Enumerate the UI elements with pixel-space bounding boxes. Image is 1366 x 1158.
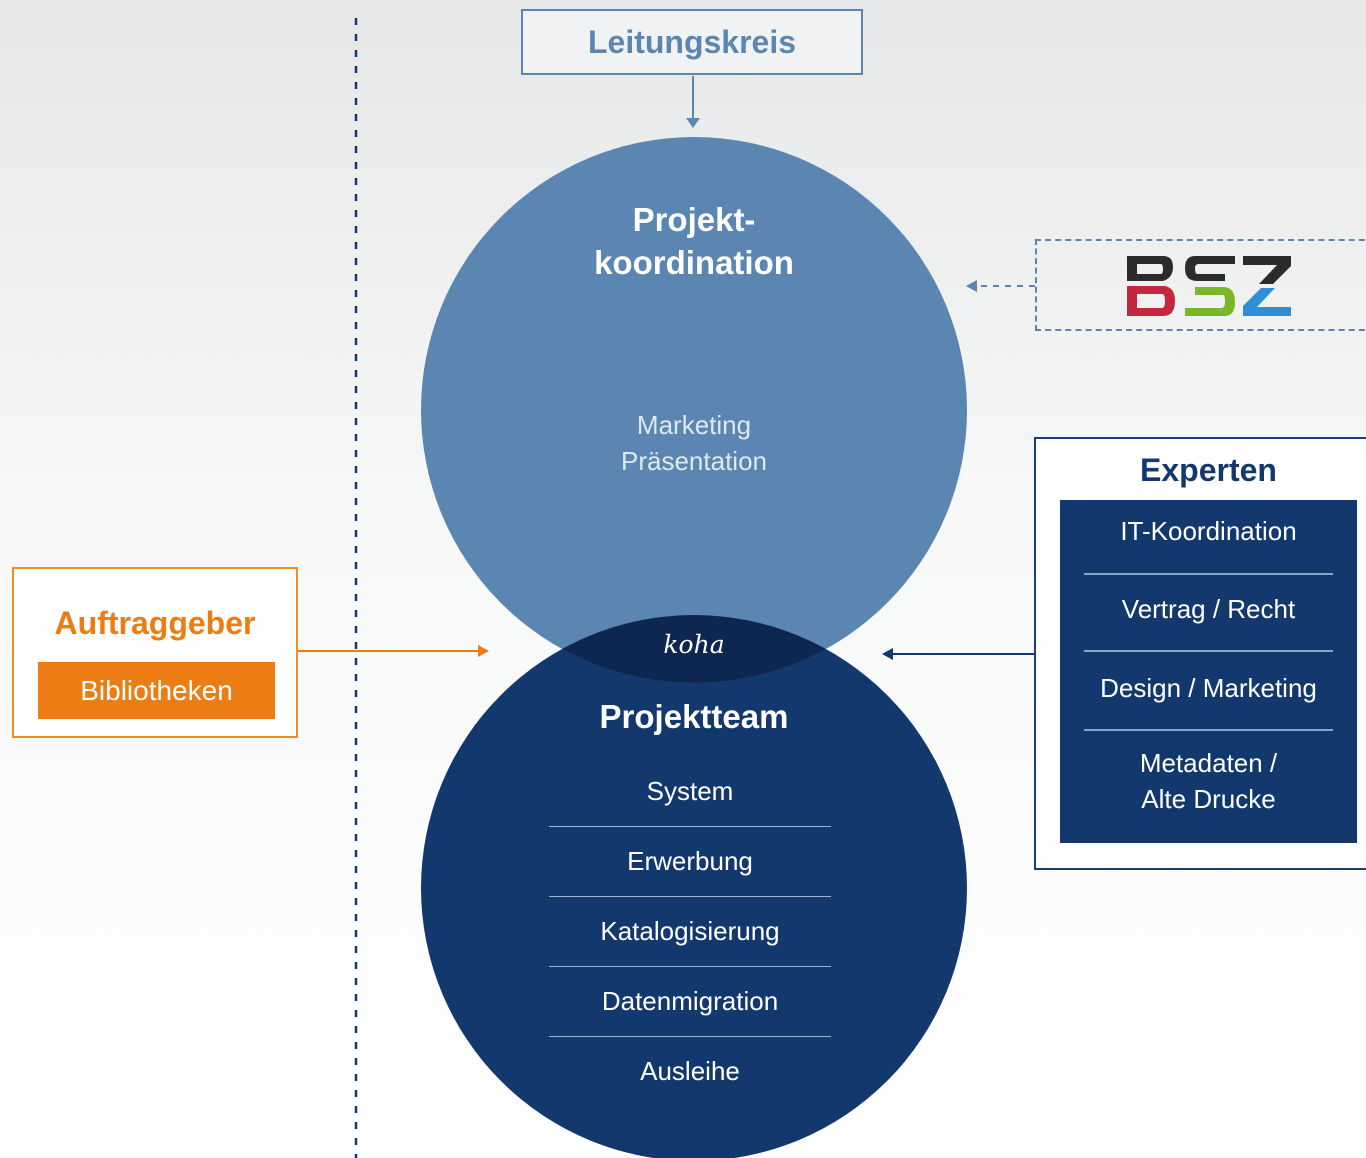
auftraggeber-title: Auftraggeber: [54, 605, 256, 641]
bsz-arrowhead: [966, 280, 977, 292]
experten-item-it-koordination: IT-Koordination: [1120, 516, 1297, 546]
projektkoordination-title-line2: koordination: [594, 244, 794, 281]
projektteam-item-erwerbung: Erwerbung: [549, 826, 831, 896]
leitungskreis-label: Leitungskreis: [587, 23, 797, 60]
projektteam-item-katalogisierung: Katalogisierung: [549, 896, 831, 966]
experten-separator: [1084, 573, 1333, 575]
bsz-logo-b-top: [1127, 256, 1173, 281]
bsz-logo-b-bottom: [1127, 286, 1175, 316]
bsz-logo-s-top: [1185, 256, 1235, 281]
experten-item-design-marketing: Design / Marketing: [1100, 673, 1317, 703]
experten-item-alte-drucke: Alte Drucke: [1141, 784, 1276, 814]
projektteam-item-system: System: [646, 775, 734, 806]
projektteam-list: System Erwerbung Katalogisierung Datenmi…: [549, 756, 831, 1106]
bsz-logo-z-top: [1243, 256, 1291, 284]
projektkoordination-circle: [421, 137, 967, 683]
experten-box: Experten IT-Koordination Vertrag / Recht…: [1034, 437, 1366, 870]
experten-item-vertrag-recht: Vertrag / Recht: [1121, 594, 1296, 624]
experten-separator: [1084, 729, 1333, 731]
koha-label: koha: [663, 630, 725, 659]
experten-arrowhead: [882, 648, 893, 660]
bsz-logo-s-bottom: [1185, 287, 1235, 316]
projektkoordination-item-praesentation: Präsentation: [621, 446, 767, 476]
projektkoordination-item-marketing: Marketing: [636, 410, 752, 440]
bsz-logo-z-bottom: [1243, 288, 1291, 316]
auftraggeber-box: Auftraggeber Bibliotheken: [12, 567, 298, 738]
bsz-box: [1035, 239, 1366, 331]
experten-separator: [1084, 650, 1333, 652]
bsz-logo: [1127, 256, 1291, 316]
auftraggeber-badge: Bibliotheken: [38, 662, 275, 719]
leitungskreis-arrowhead: [686, 118, 700, 128]
experten-panel: IT-Koordination Vertrag / Recht Design /…: [1060, 500, 1357, 843]
auftraggeber-arrowhead: [478, 645, 489, 657]
projektkoordination-items: Marketing Präsentation: [470, 407, 918, 479]
projektteam-circle: [421, 615, 967, 1158]
leitungskreis-box: Leitungskreis: [521, 9, 863, 75]
projektteam-item-ausleihe: Ausleihe: [549, 1036, 831, 1106]
projektteam-title: Projektteam: [599, 698, 789, 735]
experten-item-metadaten: Metadaten /: [1139, 748, 1278, 778]
experten-title: Experten: [1140, 452, 1277, 488]
projektkoordination-title-line1: Projekt-: [632, 201, 756, 238]
auftraggeber-badge-label: Bibliotheken: [80, 674, 233, 706]
projektkoordination-title: Projekt- koordination: [470, 198, 918, 284]
projektteam-item-datenmigration: Datenmigration: [549, 966, 831, 1036]
